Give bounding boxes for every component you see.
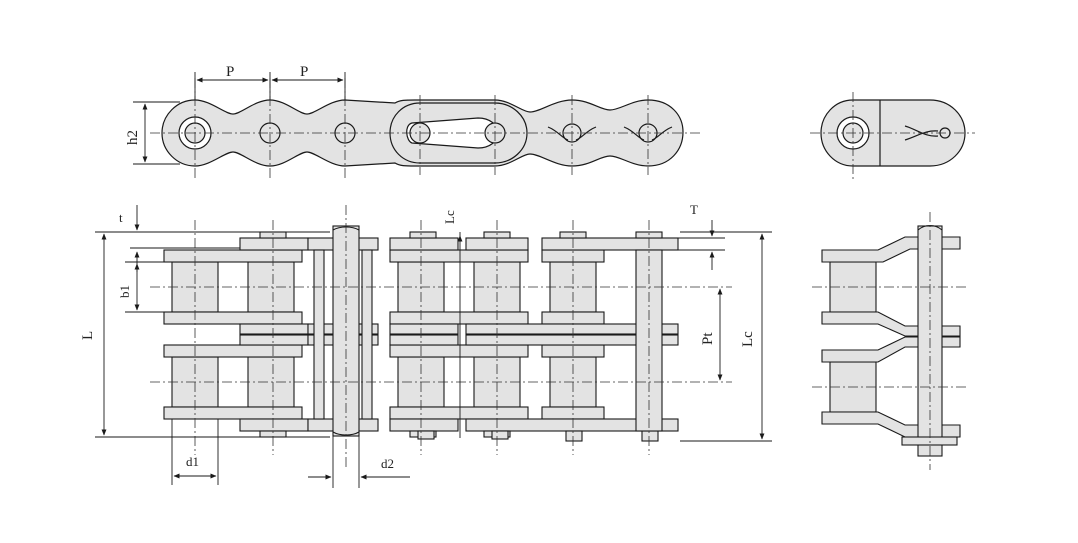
plate-height-label: h2 <box>125 130 141 145</box>
pitch-label-2: P <box>300 64 308 80</box>
end-view-centerlines <box>812 212 968 470</box>
connecting-length-label: Lc <box>442 210 457 224</box>
plate-thickness-label: t <box>119 210 123 225</box>
connecting-length-right-label: Lc <box>740 331 756 347</box>
pitch-label-1: P <box>226 64 234 80</box>
inner-width-label: b1 <box>117 285 132 298</box>
pitch-dimensions <box>194 72 346 100</box>
plate-height-dimension <box>133 101 180 165</box>
side-view-centerlines <box>150 78 700 178</box>
end-view <box>821 224 961 457</box>
cotter-pin-1 <box>547 126 597 141</box>
overall-length-label: L <box>80 331 96 340</box>
roller-diameter-dimension <box>171 419 219 485</box>
connecting-link-side-view <box>820 99 966 167</box>
plan-view-centerlines <box>150 205 732 470</box>
cotter-pin-2 <box>623 126 673 141</box>
inner-width-dimension <box>125 261 172 313</box>
overall-length-dimension <box>95 231 330 438</box>
pin-diameter-dimension <box>308 436 410 488</box>
connecting-length-right-dimension <box>680 231 772 442</box>
transverse-pitch-label: Pt <box>700 332 716 345</box>
cotter-thickness-dimension <box>660 220 725 270</box>
roller-diameter-label: d1 <box>186 454 199 469</box>
pin-diameter-label: d2 <box>381 456 394 471</box>
cotter-thickness-label: T <box>690 202 698 217</box>
connecting-link-centerlines <box>810 92 975 182</box>
